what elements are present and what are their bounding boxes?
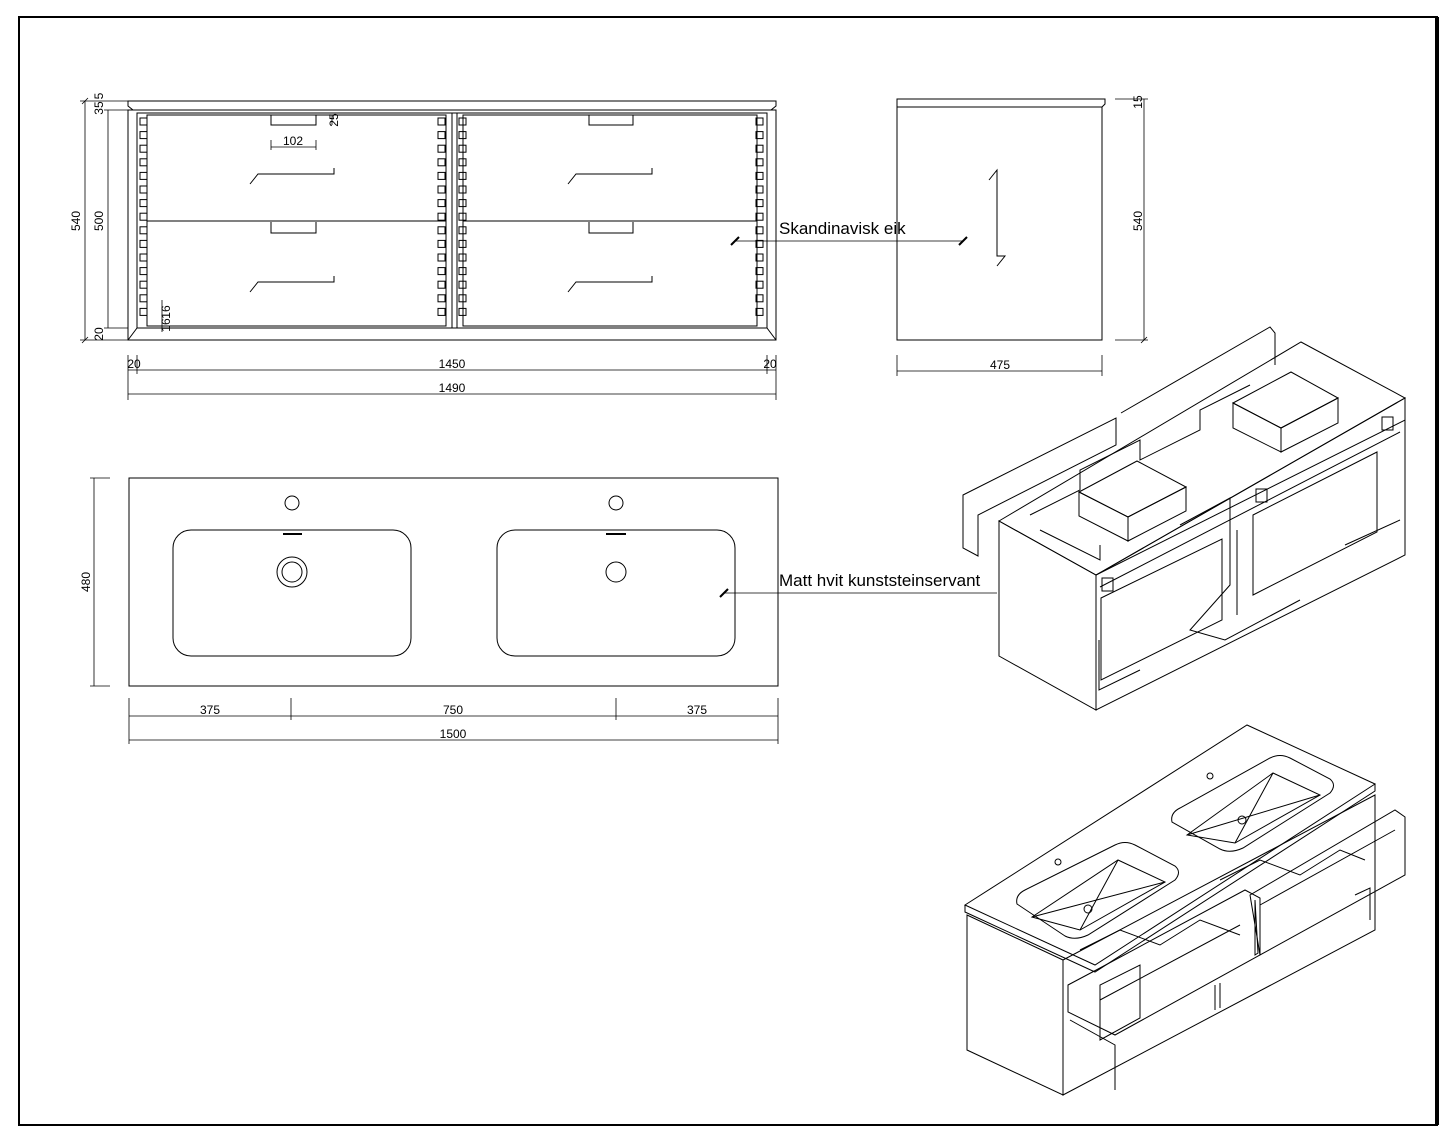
finger-joint xyxy=(458,212,467,221)
finger-joint xyxy=(755,267,764,276)
finger-joint xyxy=(755,212,764,221)
finger-joint xyxy=(458,117,467,126)
dim-top-b: 5 xyxy=(92,92,106,99)
dim-top-right: 375 xyxy=(687,703,707,717)
dim-h-body: 500 xyxy=(92,211,106,231)
dim-top-depth: 480 xyxy=(79,572,93,592)
top-view: 480 375 750 375 1500 xyxy=(79,477,779,744)
finger-joint xyxy=(139,253,148,262)
dim-side-right: 20 xyxy=(763,357,777,371)
dim-slot-a: 16 xyxy=(159,305,173,319)
dim-handle-width: 102 xyxy=(283,134,303,148)
finger-joint xyxy=(437,226,446,235)
finger-joint xyxy=(437,131,446,140)
finger-joint xyxy=(755,144,764,153)
dim-top-center: 750 xyxy=(443,703,463,717)
finger-joint xyxy=(437,158,446,167)
finger-joint xyxy=(755,239,764,248)
finger-joint xyxy=(755,280,764,289)
wood-callout: Skandinavisk eik xyxy=(730,219,968,246)
finger-joint xyxy=(437,280,446,289)
dim-top-total: 1500 xyxy=(440,727,467,741)
finger-joint xyxy=(139,212,148,221)
finger-joint xyxy=(755,294,764,303)
finger-joint xyxy=(437,117,446,126)
finger-joint xyxy=(437,267,446,276)
finger-joint xyxy=(139,267,148,276)
finger-joint xyxy=(458,185,467,194)
finger-joint xyxy=(458,131,467,140)
finger-joint xyxy=(139,131,148,140)
dim-slot-b: 16 xyxy=(159,318,173,332)
finger-joints xyxy=(139,117,764,316)
finger-joint xyxy=(755,226,764,235)
finger-joint xyxy=(458,199,467,208)
finger-joint xyxy=(139,307,148,316)
finger-joint xyxy=(139,171,148,180)
isometric-basin xyxy=(963,724,1406,1096)
finger-joint xyxy=(458,294,467,303)
dim-inner-width: 1450 xyxy=(439,357,466,371)
finger-joint xyxy=(437,199,446,208)
finger-joint xyxy=(139,199,148,208)
finger-joint xyxy=(437,253,446,262)
finger-joint xyxy=(755,171,764,180)
label-basin: Matt hvit kunststeinservant xyxy=(779,571,981,590)
finger-joint xyxy=(755,199,764,208)
finger-joint xyxy=(139,158,148,167)
finger-joint xyxy=(139,239,148,248)
finger-joint xyxy=(437,307,446,316)
finger-joint xyxy=(458,280,467,289)
finger-joint xyxy=(458,267,467,276)
label-wood: Skandinavisk eik xyxy=(779,219,906,238)
finger-joint xyxy=(437,212,446,221)
front-view xyxy=(127,100,777,341)
isometric-cabinet xyxy=(962,326,1407,711)
finger-joint xyxy=(437,239,446,248)
finger-joint xyxy=(458,226,467,235)
dim-handle-height: 25 xyxy=(327,113,341,127)
finger-joint xyxy=(139,117,148,126)
finger-joint xyxy=(755,117,764,126)
finger-joint xyxy=(458,171,467,180)
finger-joint xyxy=(437,144,446,153)
dim-total-width: 1490 xyxy=(439,381,466,395)
finger-joint xyxy=(755,131,764,140)
finger-joint xyxy=(755,158,764,167)
finger-joint xyxy=(458,307,467,316)
finger-joint xyxy=(139,280,148,289)
finger-joint xyxy=(458,158,467,167)
finger-joint xyxy=(139,294,148,303)
finger-joint xyxy=(458,144,467,153)
side-view: 540 15 475 xyxy=(896,95,1148,376)
dim-side-top: 15 xyxy=(1131,95,1145,109)
dim-side-depth: 475 xyxy=(990,358,1010,372)
finger-joint xyxy=(139,144,148,153)
drawing-frame xyxy=(18,16,1438,1126)
dim-top-left: 375 xyxy=(200,703,220,717)
finger-joint xyxy=(437,185,446,194)
dim-side-height: 540 xyxy=(1131,211,1145,231)
front-dimensions: 540 500 35 5 20 102 25 16 16 20 1450 20 … xyxy=(69,92,777,400)
finger-joint xyxy=(139,185,148,194)
finger-joint xyxy=(755,253,764,262)
finger-joint xyxy=(437,294,446,303)
dim-side-left: 20 xyxy=(127,357,141,371)
finger-joint xyxy=(139,226,148,235)
dim-top-a: 35 xyxy=(92,101,106,115)
finger-joint xyxy=(458,239,467,248)
basin-callout: Matt hvit kunststeinservant xyxy=(719,571,997,598)
finger-joint xyxy=(458,253,467,262)
finger-joint xyxy=(755,307,764,316)
finger-joint xyxy=(437,171,446,180)
dim-bottom: 20 xyxy=(92,327,106,341)
dim-h-total: 540 xyxy=(69,211,83,231)
finger-joint xyxy=(755,185,764,194)
